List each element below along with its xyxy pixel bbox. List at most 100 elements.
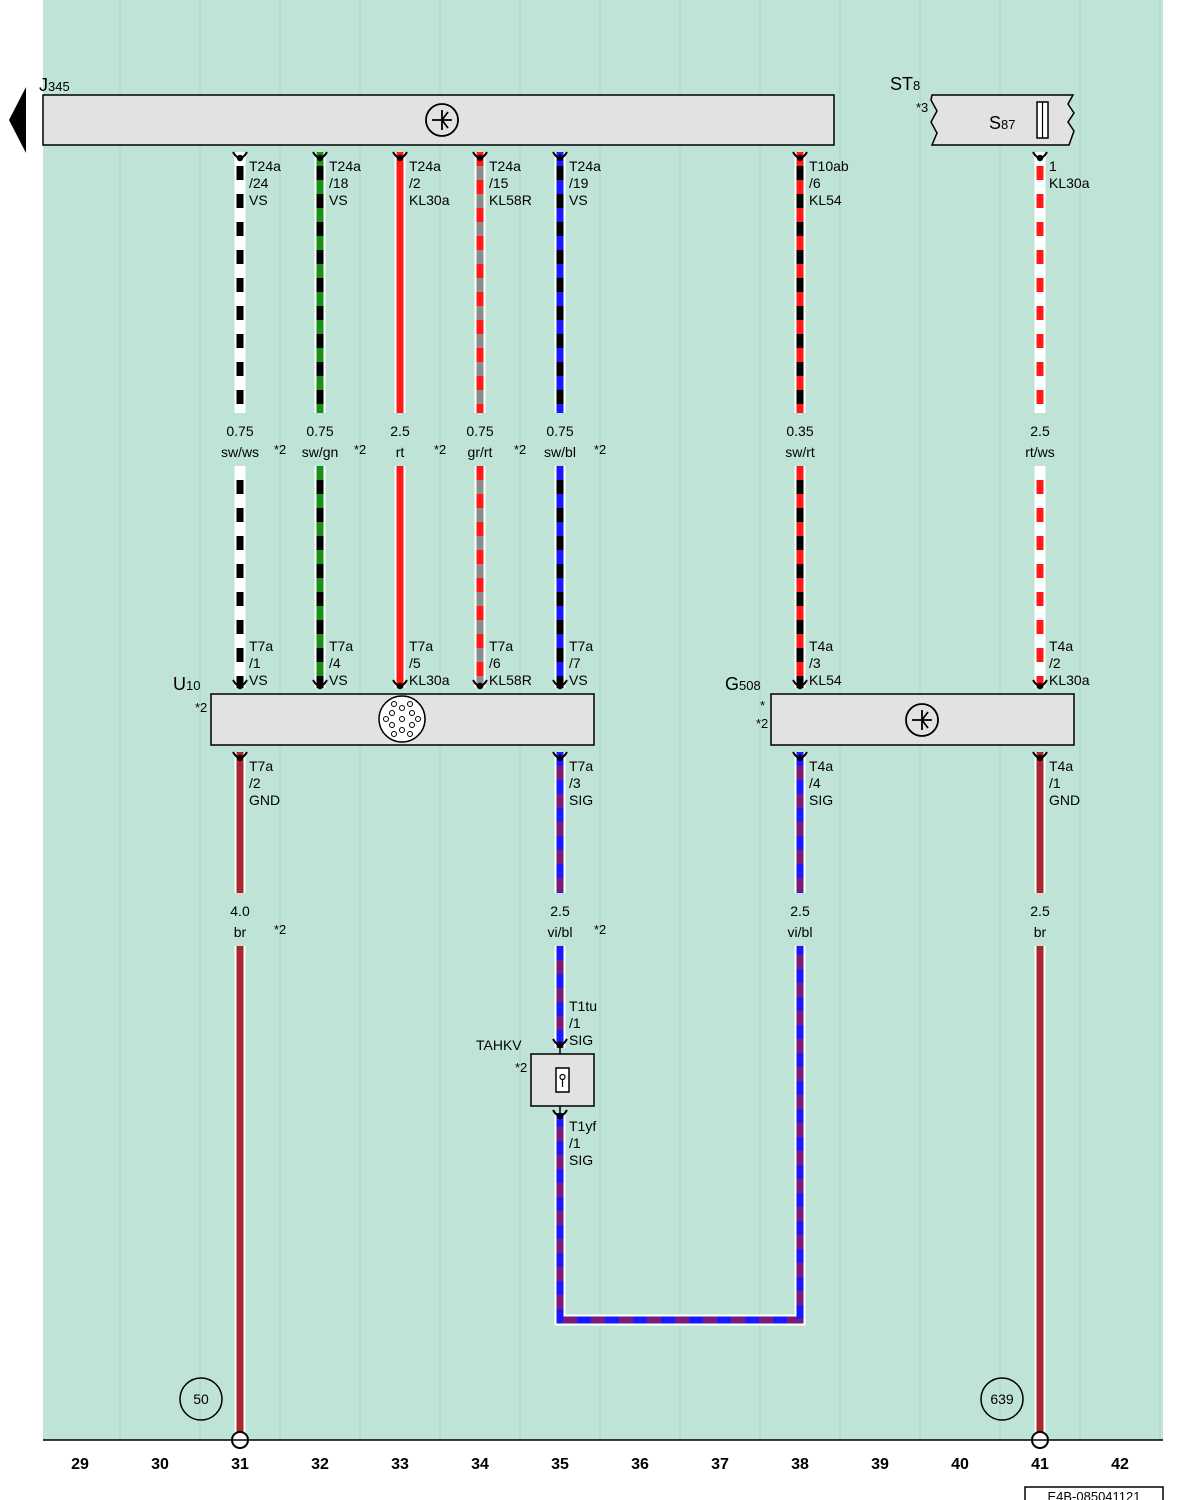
tahkv-pin-label: T1yf [569, 1118, 596, 1134]
grid-number: 39 [871, 1456, 889, 1473]
pin-label-top: T24a [329, 158, 361, 174]
pin-label-bottom-side: T4a [809, 758, 833, 774]
pin-label-top: /19 [569, 175, 589, 191]
pin-label-bottom: T7a [249, 638, 273, 654]
pin-label-bottom: T7a [409, 638, 433, 654]
pin-label-bottom-side: SIG [569, 792, 593, 808]
wire-size: 0.75 [546, 423, 573, 439]
pin-dot [316, 682, 324, 690]
tahkv-note: *2 [515, 1060, 527, 1075]
wire-size: 0.75 [226, 423, 253, 439]
pin-dot [396, 154, 404, 162]
pin-label-bottom: KL58R [489, 672, 532, 688]
ground-reference-number: 50 [193, 1391, 209, 1407]
pin-dot [556, 154, 564, 162]
pin-label-bottom: T7a [569, 638, 593, 654]
wire-color-code: br [1034, 924, 1047, 940]
pin-label-top: T24a [249, 158, 281, 174]
pin-label-bottom: T4a [1049, 638, 1073, 654]
grid-number: 38 [791, 1456, 809, 1473]
u10-socket-icon [378, 695, 426, 743]
u10-note: *2 [195, 700, 207, 715]
g508-note-2: *2 [756, 716, 768, 731]
wires [234, 152, 1046, 1433]
pin-label-bottom: /7 [569, 655, 581, 671]
tahkv-pin-label: SIG [569, 1152, 593, 1168]
wire-size: 2.5 [1030, 903, 1050, 919]
wire-note: *2 [514, 442, 526, 457]
grid-number: 32 [311, 1456, 329, 1473]
tahkv-label: TAHKV [476, 1037, 522, 1053]
tahkv-plug-icon [555, 1067, 570, 1093]
wire-size: 0.75 [306, 423, 333, 439]
continuation-arrow-icon [9, 87, 26, 153]
pin-label-bottom: /5 [409, 655, 421, 671]
pin-label-bottom-side: /3 [569, 775, 581, 791]
grid-number: 42 [1111, 1456, 1129, 1473]
pin-label-top: KL30a [409, 192, 450, 208]
pin-label-bottom-side: GND [249, 792, 280, 808]
j345-label: J345 [39, 75, 70, 95]
pin-label-top: KL58R [489, 192, 532, 208]
pin-dot [236, 682, 244, 690]
tahkv-pin-label: T1tu [569, 998, 597, 1014]
ground-reference-circle [179, 1377, 223, 1421]
wire-base-color [556, 946, 804, 1324]
pin-label-bottom-side: T7a [569, 758, 593, 774]
pin-dot [236, 754, 244, 762]
ground-reference-circle [980, 1377, 1024, 1421]
wire-size: 2.5 [550, 903, 570, 919]
pin-label-top: VS [329, 192, 348, 208]
wire-size: 0.75 [466, 423, 493, 439]
pin-label-bottom: /6 [489, 655, 501, 671]
pin-dot [316, 154, 324, 162]
pin-label-bottom: VS [249, 672, 268, 688]
pin-dot [796, 682, 804, 690]
grid-number: 35 [551, 1456, 569, 1473]
wire-size: 2.5 [1030, 423, 1050, 439]
ground-reference-number: 639 [990, 1391, 1014, 1407]
pin-label-bottom-side: /1 [1049, 775, 1061, 791]
wire-size: 4.0 [230, 903, 250, 919]
pin-dot [796, 154, 804, 162]
pin-label-top: VS [249, 192, 268, 208]
wire-size: 2.5 [390, 423, 410, 439]
pin-label-top: /6 [809, 175, 821, 191]
wire-note: *2 [354, 442, 366, 457]
pin-label-top: /2 [409, 175, 421, 191]
wire-color-code: sw/rt [785, 444, 815, 460]
st8-label: ST8 [890, 74, 920, 94]
g508-label: G508 [725, 674, 761, 694]
pin-dot [1036, 754, 1044, 762]
pin-label-bottom: /2 [1049, 655, 1061, 671]
grid-number: 31 [231, 1456, 249, 1473]
wire-note: *2 [594, 442, 606, 457]
pin-dot [796, 754, 804, 762]
pin-label-bottom: KL30a [409, 672, 450, 688]
st8-note: *3 [916, 100, 928, 115]
wire-color-code: sw/gn [302, 444, 339, 460]
pin-label-bottom-side: T4a [1049, 758, 1073, 774]
wire-size: 0.35 [786, 423, 813, 439]
pin-label-bottom-side: SIG [809, 792, 833, 808]
pin-dot [236, 154, 244, 162]
pin-label-bottom: VS [569, 672, 588, 688]
pin-label-top: 1 [1049, 158, 1057, 174]
pin-label-bottom-side: /2 [249, 775, 261, 791]
document-id-box [1024, 1486, 1164, 1500]
pin-dot [476, 154, 484, 162]
tahkv-pin-label: /1 [569, 1135, 581, 1151]
connectors: 0.75sw/ws*2T24a/24VST7a/1VS0.75sw/gn*2T2… [221, 151, 1090, 1168]
pin-label-bottom: T7a [489, 638, 513, 654]
wire-color-code: gr/rt [468, 444, 493, 460]
wire-color-code: sw/bl [544, 444, 576, 460]
grid-number: 41 [1031, 1456, 1049, 1473]
wire-color-code: vi/bl [548, 924, 573, 940]
wire-color-code: sw/ws [221, 444, 259, 460]
pin-dot [556, 754, 564, 762]
pin-label-bottom: /1 [249, 655, 261, 671]
pin-label-bottom-side: /4 [809, 775, 821, 791]
pin-label-bottom: VS [329, 672, 348, 688]
